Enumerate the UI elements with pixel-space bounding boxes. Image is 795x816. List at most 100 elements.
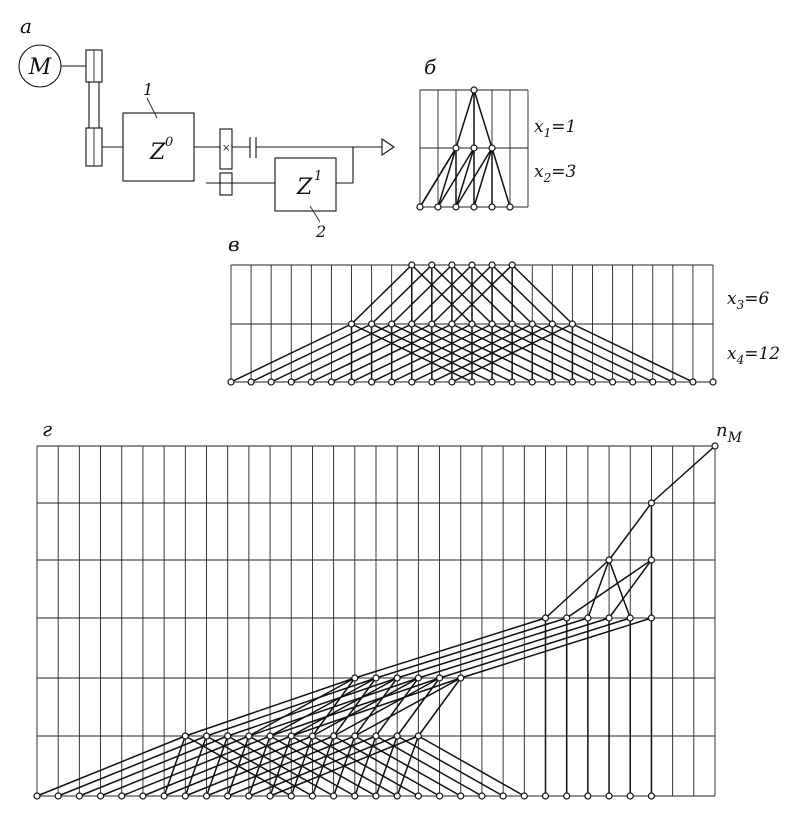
panel-a-label: а [20,14,32,38]
speed-node [287,378,295,386]
ratio-ray [354,677,462,737]
speed-node [626,614,634,622]
motor-label: М [28,55,52,80]
ratio-ray [371,264,433,325]
speed-node [428,378,436,386]
speed-node [605,556,613,564]
speed-node [428,261,436,269]
ratio-ray [411,264,473,325]
panel-b-rays [419,89,511,208]
speed-node [181,792,189,800]
speed-node [470,86,478,94]
speed-node [388,320,396,328]
ratio-ray [290,323,413,383]
speed-node [393,732,401,740]
speed-node [608,378,617,386]
speed-node [448,261,456,269]
ratio-ray [608,559,631,619]
ratio-ray [206,677,377,737]
x3-value: =6 [744,289,769,309]
speed-node [435,792,444,800]
ratio-ray [437,147,475,208]
speed-node [224,732,232,740]
motor: М [18,44,62,88]
speed-node [528,378,536,386]
gear-a [219,128,233,170]
ratio-ray [608,502,653,561]
ratio-ray [290,677,398,737]
speed-node [351,792,359,800]
speed-node [528,320,536,328]
speed-node [267,378,275,386]
speed-node [548,378,556,386]
speed-node [452,144,460,152]
speed-node [647,556,656,564]
speed-node [508,320,516,328]
ratio-ray [411,323,533,383]
gear-b [219,172,233,196]
ratio-ray [248,735,398,797]
ratio-ray [439,617,631,679]
speed-node [327,378,336,386]
output-arrow [381,137,395,157]
speed-node [367,378,376,386]
ratio-ray [331,323,453,383]
ratio-ray [351,323,473,383]
x3-name: x [727,289,737,309]
group-z1-sup: 1 [314,169,322,184]
group-z0-number: 1 [143,80,153,99]
ratio-ray [142,735,292,797]
ratio-ray [455,147,493,208]
ratio-ray [354,617,546,679]
panel-v-rays [230,264,694,383]
speed-node [448,378,456,386]
speed-node [605,792,613,800]
panel-v: в x3=6 x4=12 [227,232,780,386]
speed-node [520,792,528,800]
x1-label: x1=1 [534,117,576,140]
speed-node [408,320,416,328]
ratio-ray [473,89,493,149]
speed-node [160,792,168,800]
ratio-ray [163,735,313,797]
speed-node [266,732,274,740]
x1-name: x [534,117,544,137]
speed-node [416,203,424,211]
speed-node [541,614,550,622]
ratio-ray [437,147,457,208]
speed-node [506,203,514,211]
x4-sub: 4 [736,353,745,367]
ratio-ray [419,147,457,208]
ratio-ray [227,677,398,737]
ratio-ray [269,677,377,737]
group-z0-sup: 0 [165,135,173,150]
panel-g-label: г [42,417,52,441]
ratio-ray [396,735,504,797]
ratio-ray [270,323,392,383]
speed-node [488,261,496,269]
ratio-ray [350,264,413,325]
panel-b-label: б [424,55,437,79]
speed-node [499,792,507,800]
group-z1-number: 2 [315,222,326,241]
speed-node [568,320,577,328]
speed-node [308,732,317,740]
speed-node [435,674,444,682]
panel-g-nodes [33,442,719,800]
speed-node [33,792,41,800]
speed-node [508,378,516,386]
ratio-ray [431,264,493,325]
speed-node [54,792,62,800]
x2-sub: 2 [543,171,552,185]
speed-node [488,320,496,328]
gear-a-mark: × [222,143,230,154]
ratio-ray [269,677,440,737]
speed-node [434,203,442,211]
ratio-ray [396,617,589,679]
ratio-ray [460,617,652,679]
speed-node [224,792,232,800]
group-z1-symbol: Z [296,175,313,200]
speed-node [470,203,478,211]
speed-node [202,792,211,800]
